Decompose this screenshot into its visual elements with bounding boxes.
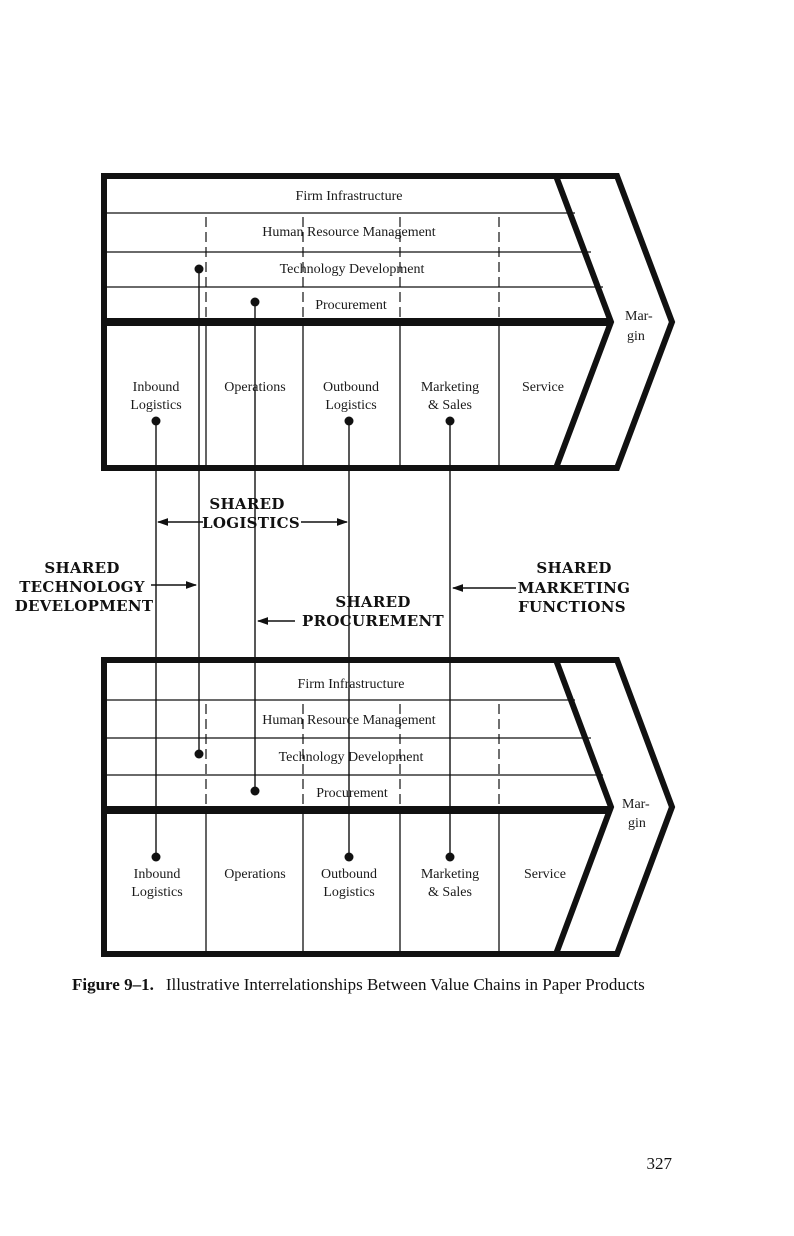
shared-procurement-line1: SHARED bbox=[335, 593, 410, 611]
shared-marketing-line2: MARKETING bbox=[518, 579, 631, 597]
shared-logistics-line1: SHARED bbox=[209, 495, 284, 513]
shared-marketing-line1: SHARED bbox=[536, 559, 611, 577]
upper-human-resource-management: Human Resource Management bbox=[262, 225, 435, 240]
upper-inbound-line2: Logistics bbox=[130, 398, 181, 413]
page-number: 327 bbox=[647, 1154, 673, 1173]
lower-procurement: Procurement bbox=[316, 786, 388, 801]
upper-outbound-line1: Outbound bbox=[323, 380, 379, 395]
upper-technology-dot bbox=[194, 264, 204, 274]
lower-margin-line1: Mar- bbox=[622, 797, 650, 812]
shared-logistics-line2: LOGISTICS bbox=[202, 514, 300, 532]
upper-margin-chevron bbox=[553, 174, 615, 470]
shared-technology-line3: DEVELOPMENT bbox=[15, 597, 154, 615]
upper-service: Service bbox=[522, 380, 564, 395]
upper-procurement: Procurement bbox=[315, 298, 387, 313]
lower-outbound-line2: Logistics bbox=[323, 885, 374, 900]
lower-chain-outline bbox=[101, 657, 676, 957]
upper-firm-infrastructure: Firm Infrastructure bbox=[296, 189, 403, 204]
lower-outbound-dot bbox=[344, 852, 354, 862]
lower-marketing-dot bbox=[445, 852, 455, 862]
lower-inbound-line2: Logistics bbox=[131, 885, 182, 900]
lower-margin-chevron bbox=[553, 658, 615, 956]
upper-procurement-dot bbox=[250, 297, 260, 307]
upper-margin-line1: Mar- bbox=[625, 309, 653, 324]
upper-chain-outline bbox=[101, 173, 676, 471]
upper-inbound-dot bbox=[151, 416, 161, 426]
lower-operations: Operations bbox=[224, 867, 285, 882]
lower-value-chain: Firm Infrastructure Human Resource Manag… bbox=[101, 657, 676, 957]
figure-caption-text: Illustrative Interrelationships Between … bbox=[166, 975, 645, 994]
upper-margin-line2: gin bbox=[627, 329, 645, 344]
connector-lines bbox=[155, 269, 451, 857]
upper-technology-development: Technology Development bbox=[280, 262, 425, 277]
upper-marketing-line2: & Sales bbox=[428, 398, 472, 413]
upper-marketing-line1: Marketing bbox=[421, 380, 479, 395]
lower-inbound-line1: Inbound bbox=[134, 867, 181, 882]
lower-outbound-line1: Outbound bbox=[321, 867, 377, 882]
lower-marketing-line2: & Sales bbox=[428, 885, 472, 900]
lower-procurement-dot bbox=[250, 786, 260, 796]
upper-outbound-dot bbox=[344, 416, 354, 426]
connector-dots bbox=[151, 264, 455, 862]
lower-margin-line2: gin bbox=[628, 816, 646, 831]
upper-value-chain: Firm Infrastructure Human Resource Manag… bbox=[101, 173, 676, 471]
lower-firm-infrastructure: Firm Infrastructure bbox=[298, 677, 405, 692]
figure-caption: Figure 9–1. Illustrative Interrelationsh… bbox=[72, 975, 645, 994]
figure-caption-number: Figure 9–1. bbox=[72, 975, 154, 994]
lower-marketing-line1: Marketing bbox=[421, 867, 479, 882]
shared-technology-line2: TECHNOLOGY bbox=[19, 578, 145, 596]
lower-technology-development: Technology Development bbox=[279, 750, 424, 765]
upper-marketing-dot bbox=[445, 416, 455, 426]
lower-technology-dot bbox=[194, 749, 204, 759]
shared-technology-line1: SHARED bbox=[44, 559, 119, 577]
lower-inbound-dot bbox=[151, 852, 161, 862]
shared-procurement-line2: PROCUREMENT bbox=[302, 612, 444, 630]
lower-service: Service bbox=[524, 867, 566, 882]
upper-inbound-line1: Inbound bbox=[133, 380, 180, 395]
upper-outbound-line2: Logistics bbox=[325, 398, 376, 413]
shared-marketing-line3: FUNCTIONS bbox=[518, 598, 626, 616]
